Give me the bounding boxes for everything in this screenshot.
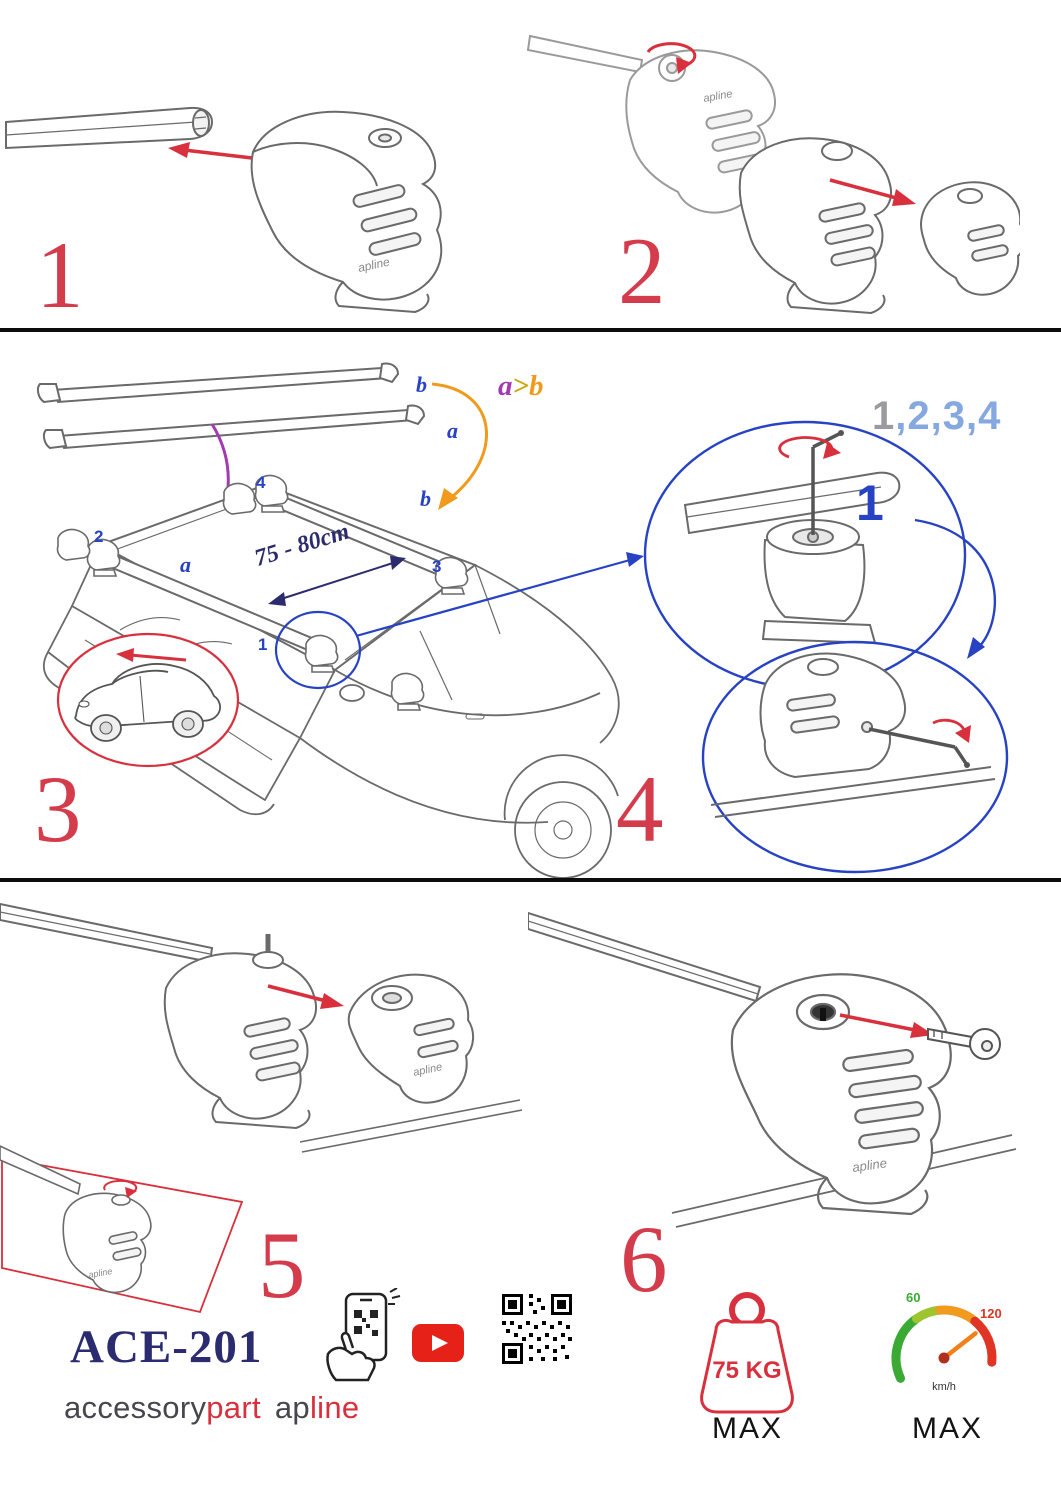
foot-drawing xyxy=(163,934,318,1130)
cover-piece-drawing xyxy=(920,181,1020,296)
roof-label-a: a xyxy=(180,552,191,577)
compare-gt: > xyxy=(512,370,530,402)
speed-high-label: 120 xyxy=(980,1306,1002,1321)
youtube-icon xyxy=(412,1324,464,1362)
apline-logo-on-foot: apline xyxy=(88,1266,113,1280)
cover-arrow xyxy=(829,178,916,206)
compare-b: b xyxy=(529,370,544,402)
mount-feet-drawings xyxy=(56,474,469,711)
step-5-number: 5 xyxy=(258,1212,306,1318)
foot-upper-drawing: apline xyxy=(625,49,776,214)
brand-ap: ap xyxy=(274,1390,310,1425)
step-6-number: 6 xyxy=(620,1206,668,1312)
crossbar-drawing xyxy=(528,911,762,1003)
detail-1-foot-drawing xyxy=(683,471,901,645)
crossbar-drawing xyxy=(5,106,214,150)
key-drawing xyxy=(927,1027,1001,1060)
crossbar-a-drawing xyxy=(42,404,426,450)
crossbar-drawing xyxy=(0,902,214,964)
apline-logo-on-foot: apline xyxy=(851,1155,887,1175)
foot-with-lock-drawing: apline xyxy=(730,973,952,1216)
max-weight-badge: 75 KG xyxy=(700,1292,794,1414)
crossbar-drawing xyxy=(526,34,644,74)
point-label-1: 1 xyxy=(258,635,268,654)
section-divider-2 xyxy=(0,878,1061,882)
speed-max-label: MAX xyxy=(912,1412,984,1445)
foot-main-drawing xyxy=(738,137,893,315)
section-divider-1 xyxy=(0,328,1061,332)
car-direction-vignette xyxy=(56,632,240,768)
bar-label-a: a xyxy=(447,418,458,443)
roof-section-callout: apline xyxy=(0,1145,244,1314)
brand-part: part xyxy=(206,1390,261,1425)
sequence-connector xyxy=(914,518,996,659)
crossbar-b-drawing xyxy=(36,362,400,404)
step-6-illustration: apline xyxy=(528,911,1017,1228)
allen-key-vertical xyxy=(778,430,844,535)
roof-rail-lines xyxy=(299,1099,523,1153)
step-3-illustration xyxy=(36,362,644,879)
cover-piece-drawing: apline xyxy=(347,973,474,1104)
detail-circle xyxy=(274,552,644,690)
orange-placement-arrow xyxy=(431,382,488,510)
apline-logo-on-cover: apline xyxy=(412,1061,443,1079)
step-4-number: 4 xyxy=(616,756,664,862)
step-5-illustration: apline apline xyxy=(0,902,523,1314)
detail-ellipse-2 xyxy=(701,640,1009,874)
point-label-2: 2 xyxy=(94,527,104,546)
sequence-rest: ,2,3,4 xyxy=(895,394,1002,438)
apline-logo-on-foot: apline xyxy=(357,255,392,275)
compare-label: a>b xyxy=(498,372,544,401)
cover-arrow xyxy=(267,984,344,1009)
phone-scan-icon xyxy=(326,1288,401,1382)
brand-line: line xyxy=(309,1390,360,1425)
allen-key-horizontal xyxy=(868,718,971,768)
model-number: ACE-201 xyxy=(70,1321,263,1373)
foot-drawing: apline xyxy=(250,110,443,314)
weight-max-label: MAX xyxy=(712,1412,784,1445)
speed-low-label: 60 xyxy=(906,1290,920,1305)
step-1-number: 1 xyxy=(36,222,84,328)
point-label-3: 3 xyxy=(432,557,442,576)
detail-number-1: 1 xyxy=(856,475,884,531)
sequence-first: 1 xyxy=(872,394,896,438)
qr-code xyxy=(502,1294,572,1364)
insert-arrow xyxy=(168,142,253,160)
step-4-illustration xyxy=(643,420,1009,874)
speedometer-needle xyxy=(941,1331,978,1361)
max-speed-badge: 60 120 km/h xyxy=(891,1290,1002,1393)
step-3-number: 3 xyxy=(34,756,82,862)
bar-label-b: b xyxy=(416,372,427,397)
compare-a: a xyxy=(498,370,513,402)
step-2-illustration: apline xyxy=(526,34,1020,315)
point-label-4: 4 xyxy=(256,473,266,492)
sequence-label: 1,2,3,4 xyxy=(872,396,1001,436)
detail-2-foot-drawing xyxy=(710,652,996,818)
step-1-illustration: apline xyxy=(5,106,443,314)
weight-value: 75 KG xyxy=(712,1357,781,1384)
dimension-arrow xyxy=(268,556,406,606)
speed-unit-label: km/h xyxy=(932,1381,956,1393)
apline-logo-on-foot: apline xyxy=(702,88,733,105)
rotate-arrow xyxy=(646,42,697,74)
step-2-number: 2 xyxy=(618,218,666,324)
roof-label-b: b xyxy=(420,486,431,511)
brand-accessory: accessory xyxy=(64,1390,207,1425)
